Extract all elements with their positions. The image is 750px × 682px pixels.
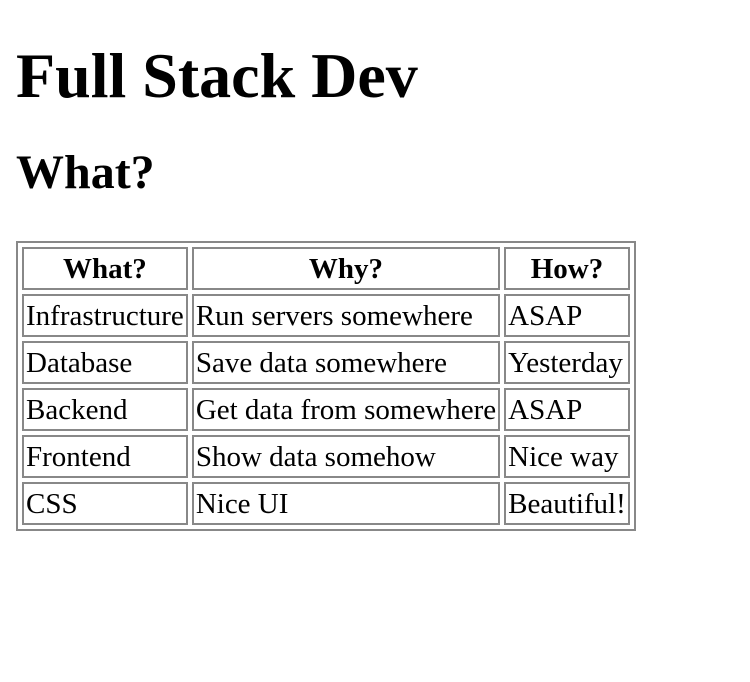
table-cell-how: Nice way: [504, 435, 630, 478]
table-cell-what: CSS: [22, 482, 188, 525]
page-title: Full Stack Dev: [16, 40, 418, 111]
page-content: Full Stack Dev What? What? Why? How? Inf…: [16, 40, 636, 531]
section-heading: What?: [16, 146, 155, 199]
column-header-what: What?: [22, 247, 188, 290]
table-cell-what: Database: [22, 341, 188, 384]
table-cell-what: Infrastructure: [22, 294, 188, 337]
table-cell-why: Save data somewhere: [191, 341, 501, 384]
table-cell-why: Show data somehow: [191, 435, 501, 478]
table-cell-what: Backend: [22, 388, 188, 431]
table-cell-why: Run servers somewhere: [191, 294, 501, 337]
table-cell-how: Yesterday: [504, 341, 630, 384]
table-header-row: What? Why? How?: [22, 247, 630, 290]
table-row: Backend Get data from somewhere ASAP: [22, 388, 630, 431]
table-cell-why: Get data from somewhere: [191, 388, 501, 431]
table-cell-how: ASAP: [504, 294, 630, 337]
table-cell-why: Nice UI: [191, 482, 501, 525]
table-cell-what: Frontend: [22, 435, 188, 478]
stack-table: What? Why? How? Infrastructure Run serve…: [16, 241, 636, 531]
table-row: Infrastructure Run servers somewhere ASA…: [22, 294, 630, 337]
column-header-how: How?: [504, 247, 630, 290]
column-header-why: Why?: [191, 247, 501, 290]
table-row: CSS Nice UI Beautiful!: [22, 482, 630, 525]
table-row: Frontend Show data somehow Nice way: [22, 435, 630, 478]
table-cell-how: ASAP: [504, 388, 630, 431]
table-row: Database Save data somewhere Yesterday: [22, 341, 630, 384]
table-cell-how: Beautiful!: [504, 482, 630, 525]
